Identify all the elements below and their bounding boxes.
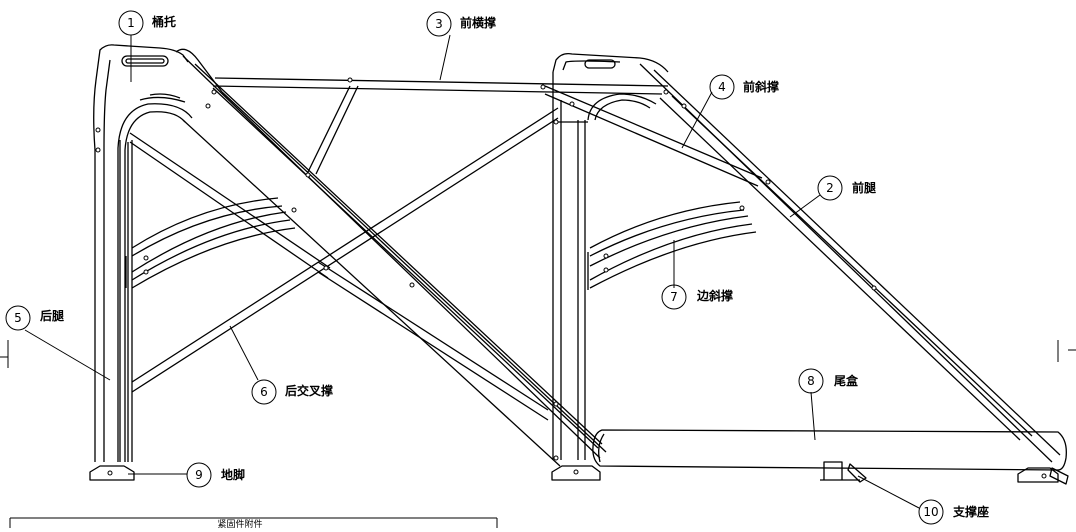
label-ground-foot: 地脚 (221, 467, 245, 482)
tail-box (592, 429, 1067, 471)
callout-numbers: 1 2 3 4 5 6 7 8 9 10 (14, 16, 938, 519)
callout-8-number: 8 (807, 374, 815, 388)
label-side-brace: 边斜撑 (696, 288, 733, 303)
rear-leg-left (93, 44, 193, 462)
callout-5-number: 5 (14, 311, 22, 325)
bolt-holes (95, 77, 1047, 479)
label-support-seat: 支撑座 (952, 504, 989, 519)
callout-3-number: 3 (435, 17, 443, 31)
label-front-leg: 前腿 (852, 180, 877, 195)
callout-10-number: 10 (923, 505, 938, 519)
rear-leg-right (552, 52, 669, 460)
fastener-table (9, 517, 498, 528)
label-front-diagonal: 前斜撑 (743, 79, 779, 94)
rear-cross-brace (129, 107, 559, 421)
callout-1-number: 1 (127, 16, 135, 30)
callout-9-number: 9 (195, 468, 203, 482)
side-ticks (0, 340, 1076, 368)
side-brace-left (125, 197, 296, 289)
front-leg-left (175, 48, 607, 467)
label-tail-box: 尾盒 (834, 373, 859, 388)
leader-lines (24, 34, 920, 509)
front-leg-right (639, 63, 1061, 463)
support-seat (820, 461, 867, 483)
part-labels: 桶托 前腿 前横撑 前斜撑 后腿 后交叉撑 边斜撑 尾盒 地脚 支撑座 紧固件附… (40, 14, 989, 530)
callout-2-number: 2 (826, 181, 834, 195)
label-bucket-holder: 桶托 (152, 14, 176, 29)
table-title: 紧固件附件 (217, 518, 262, 528)
label-front-crossbar: 前横撑 (460, 15, 496, 30)
front-diagonal-brace (544, 85, 763, 187)
front-cross-bar (212, 77, 669, 175)
callout-circles (5, 10, 944, 525)
callout-6-number: 6 (260, 385, 268, 399)
callout-7-number: 7 (670, 290, 678, 304)
side-brace-right (587, 201, 757, 290)
ground-foot-right (551, 465, 1069, 485)
label-rear-cross-brace: 后交叉撑 (285, 383, 333, 398)
callout-4-number: 4 (718, 80, 726, 94)
label-rear-leg: 后腿 (40, 308, 65, 323)
ground-foot-left (89, 465, 135, 481)
